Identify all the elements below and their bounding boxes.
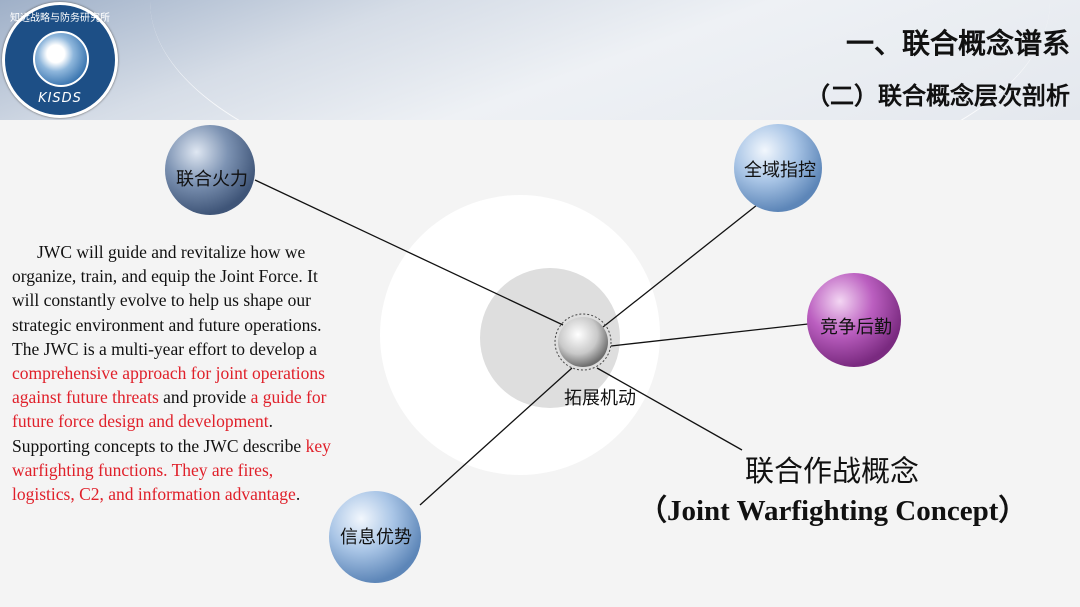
body-text: .: [295, 484, 301, 505]
paragraph-line: against future threats and provide a gui…: [12, 385, 331, 409]
concept-title-en: （Joint Warfighting Concept）: [638, 495, 1028, 527]
slide-header: 知远战略与防务研究所 KISDS 一、联合概念谱系 （二）联合概念层次剖析: [0, 0, 1080, 202]
node-label-c2: 全域指控: [744, 160, 816, 181]
logo-abbr: KISDS: [38, 91, 82, 106]
body-text: JWC will guide and revitalize how we: [37, 242, 306, 262]
line-logistics: [610, 323, 809, 347]
highlighted-text: against future threats: [12, 387, 159, 408]
paragraph-line: The JWC is a multi-year effort to develo…: [12, 337, 331, 361]
node-c2: [734, 124, 822, 212]
body-text: The JWC is a multi-year effort to develo…: [12, 338, 317, 359]
paragraph-line: will constantly evolve to help us shape …: [12, 288, 331, 312]
highlighted-text: key: [305, 435, 331, 456]
kisds-logo: 知远战略与防务研究所 KISDS: [2, 2, 118, 118]
node-label-logistics: 竞争后勤: [820, 317, 892, 338]
jwc-description: JWC will guide and revitalize how we orga…: [12, 240, 331, 506]
globe-icon: [33, 31, 89, 87]
slide-title: 一、联合概念谱系: [845, 27, 1070, 60]
logo-ring-text: 知远战略与防务研究所: [10, 13, 110, 24]
center-ring: [554, 313, 612, 371]
node-label-fires: 联合火力: [176, 169, 248, 190]
line-fires: [254, 179, 564, 326]
paragraph-line: Supporting concepts to the JWC describe …: [12, 434, 331, 458]
highlighted-text: comprehensive approach for joint operati…: [12, 363, 325, 384]
highlighted-text: a guide for: [250, 387, 327, 408]
highlighted-text: logistics, C2, and information advantage: [12, 484, 296, 505]
node-fires: [165, 125, 255, 215]
body-text: and provide: [158, 387, 251, 408]
node-label-info: 信息优势: [340, 527, 412, 548]
body-text: .: [268, 411, 273, 432]
body-text: organize, train, and equip the Joint For…: [12, 266, 318, 287]
body-text: strategic environment and future operati…: [12, 314, 322, 335]
paragraph-line: strategic environment and future operati…: [12, 313, 331, 337]
slide-subtitle: （二）联合概念层次剖析: [806, 82, 1070, 110]
body-text: Supporting concepts to the JWC describe: [12, 435, 306, 456]
concept-title-cn: 联合作战概念: [745, 454, 920, 488]
node-logistics: [807, 273, 901, 367]
paragraph-line: comprehensive approach for joint operati…: [12, 361, 331, 385]
highlighted-text: future force design and development: [12, 411, 269, 432]
paragraph-line: organize, train, and equip the Joint For…: [12, 264, 331, 288]
connector-lines: [254, 179, 809, 506]
paragraph-line: warfighting functions. They are fires,: [12, 458, 331, 482]
node-info: [329, 491, 421, 583]
paragraph-line: JWC will guide and revitalize how we: [12, 240, 331, 264]
line-info: [419, 367, 573, 506]
node-label-center: 拓展机动: [564, 388, 636, 409]
body-text: will constantly evolve to help us shape …: [12, 290, 311, 311]
line-concept: [596, 367, 743, 451]
node-center: [558, 317, 608, 367]
highlighted-text: warfighting functions. They are fires,: [12, 459, 274, 480]
paragraph-line: future force design and development.: [12, 409, 331, 433]
paragraph-line: logistics, C2, and information advantage…: [12, 482, 331, 506]
line-c2: [602, 204, 758, 328]
